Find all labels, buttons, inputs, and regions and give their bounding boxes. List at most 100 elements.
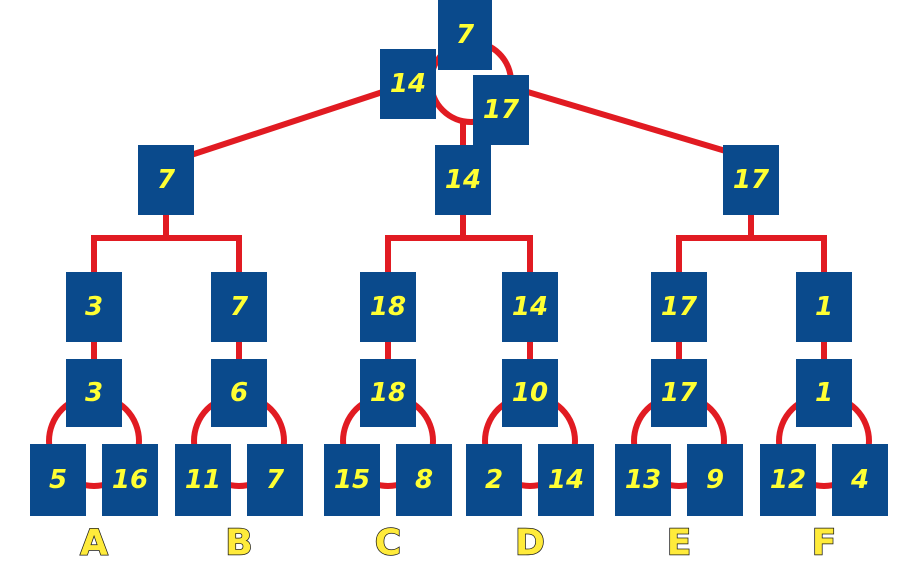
- level1-node-2-box: [723, 145, 779, 215]
- leaf-node-1-left: 11: [175, 444, 231, 516]
- leaf-node-3-right-box: [538, 444, 594, 516]
- level2-node-4-label: 17: [661, 292, 698, 322]
- level2-node-3-label: 14: [512, 292, 548, 322]
- level1-node-1-box: [435, 145, 491, 215]
- leaf-node-0-left: 5: [30, 444, 86, 516]
- level3-node-4: 17: [651, 359, 707, 427]
- leaf-node-0-right: 16: [102, 444, 158, 516]
- level2-node-0: 3: [66, 272, 122, 342]
- level3-node-1: 6: [211, 359, 267, 427]
- level2-node-4-box: [651, 272, 707, 342]
- level2-node-1: 7: [211, 272, 267, 342]
- leaf-letter-3: D: [515, 523, 545, 564]
- leaf-letters: A B C D E F: [79, 522, 837, 565]
- level1-node-1: 14: [435, 145, 491, 215]
- leaf-node-1-left-box: [175, 444, 231, 516]
- level2-node-2: 18: [360, 272, 416, 342]
- root-left-node: 14: [380, 49, 436, 119]
- root-node-box: [438, 0, 492, 70]
- leaf-node-4-right-box: [687, 444, 743, 516]
- root-right-node: 17: [473, 75, 529, 145]
- leaf-node-3-left-box: [466, 444, 522, 516]
- edge-root-left: [190, 81, 408, 158]
- leaf-node-0-right-box: [102, 444, 158, 516]
- leaf-node-2-left-label: 15: [334, 465, 370, 495]
- leaf-letter-1: B: [225, 523, 252, 564]
- level3-node-0: 3: [66, 359, 122, 427]
- level3-node-1-label: 6: [230, 378, 248, 408]
- leaf-node-5-left-label: 12: [770, 465, 806, 495]
- leaf-node-2-right: 8: [396, 444, 452, 516]
- leaf-node-1-right-box: [247, 444, 303, 516]
- level3-node-1-box: [211, 359, 267, 427]
- leaf-letter-0: A: [80, 523, 108, 564]
- level3-node-3-label: 10: [512, 378, 548, 408]
- level1-node-1-label: 14: [445, 165, 481, 195]
- level3-node-2-box: [360, 359, 416, 427]
- level2-node-0-label: 3: [85, 292, 103, 322]
- leaf-node-5-right-label: 4: [850, 465, 869, 495]
- root-left-node-box: [380, 49, 436, 119]
- edge-root-right: [500, 81, 740, 158]
- leaf-node-5-left: 12: [760, 444, 816, 516]
- leaf-node-2-left-box: [324, 444, 380, 516]
- leaf-node-0-right-label: 16: [112, 465, 148, 495]
- level1-node-2: 17: [723, 145, 779, 215]
- leaf-node-4-left-box: [615, 444, 671, 516]
- level3-node-3-box: [502, 359, 558, 427]
- leaf-node-0-left-label: 5: [49, 465, 67, 495]
- level2-node-5-label: 1: [815, 292, 833, 322]
- leaf-node-5-right-box: [832, 444, 888, 516]
- level2-node-4: 17: [651, 272, 707, 342]
- leaf-letter-4: E: [667, 523, 692, 564]
- leaf-node-5-right: 4: [832, 444, 888, 516]
- leaf-node-1-right-label: 7: [266, 465, 285, 495]
- level2-node-1-label: 7: [230, 292, 249, 322]
- root-right-node-label: 17: [483, 95, 520, 125]
- level1-node-2-label: 17: [733, 165, 770, 195]
- level3-node-2: 18: [360, 359, 416, 427]
- level3-node-0-label: 3: [85, 378, 103, 408]
- leaf-node-4-right-label: 9: [706, 465, 724, 495]
- level2-node-0-box: [66, 272, 122, 342]
- tree-edges: [46, 39, 872, 489]
- level3-node-5-box: [796, 359, 852, 427]
- level2-node-3: 14: [502, 272, 558, 342]
- level2-node-5-box: [796, 272, 852, 342]
- level2-node-5: 1: [796, 272, 852, 342]
- root-left-node-label: 14: [390, 69, 426, 99]
- level3-node-3: 10: [502, 359, 558, 427]
- leaf-node-1-right: 7: [247, 444, 303, 516]
- leaf-node-1-left-label: 11: [185, 465, 221, 495]
- leaf-letter-5: F: [812, 523, 837, 564]
- leaf-node-3-left: 2: [466, 444, 522, 516]
- level1-node-0-label: 7: [157, 165, 176, 195]
- leaf-node-4-left: 13: [615, 444, 671, 516]
- level2-node-3-box: [502, 272, 558, 342]
- leaf-node-3-right: 14: [538, 444, 594, 516]
- level3-node-5: 1: [796, 359, 852, 427]
- level3-node-4-label: 17: [661, 378, 698, 408]
- level1-node-0-box: [138, 145, 194, 215]
- leaf-letter-2: C: [375, 523, 401, 564]
- level3-node-5-label: 1: [815, 378, 833, 408]
- leaf-node-0-left-box: [30, 444, 86, 516]
- leaf-node-5-left-box: [760, 444, 816, 516]
- level2-node-1-box: [211, 272, 267, 342]
- level3-node-0-box: [66, 359, 122, 427]
- leaf-node-2-right-label: 8: [415, 465, 433, 495]
- level3-node-2-label: 18: [370, 378, 406, 408]
- root-right-node-box: [473, 75, 529, 145]
- level2-node-2-box: [360, 272, 416, 342]
- leaf-node-3-left-label: 2: [485, 465, 503, 495]
- root-node: 7: [438, 0, 492, 70]
- root-node-label: 7: [456, 20, 475, 50]
- level1-node-0: 7: [138, 145, 194, 215]
- level3-node-4-box: [651, 359, 707, 427]
- leaf-node-2-left: 15: [324, 444, 380, 516]
- leaf-node-3-right-label: 14: [548, 465, 584, 495]
- leaf-node-4-left-label: 13: [625, 465, 661, 495]
